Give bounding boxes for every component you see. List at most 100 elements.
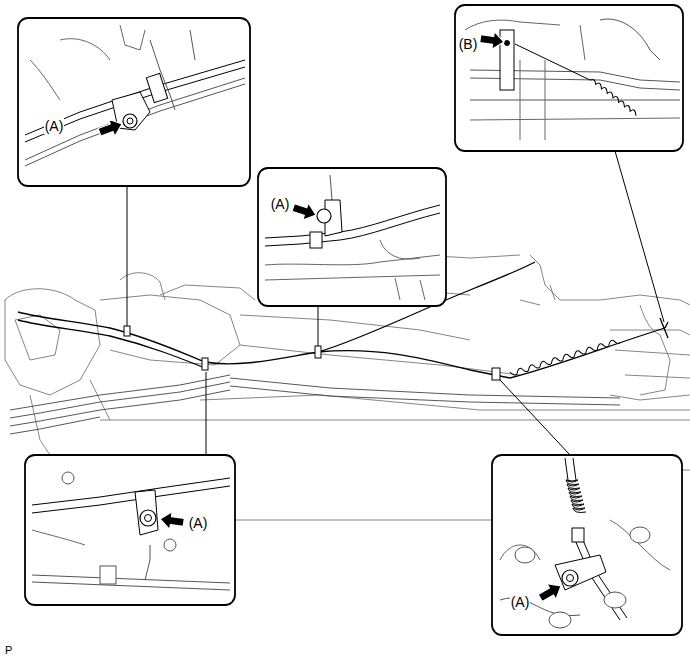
detail-inset-part [25,25,245,166]
detail-inset-part [584,79,643,116]
detail-inset-part [455,5,683,151]
detail-inset-part [145,515,152,522]
chassis-outline-part [240,315,470,340]
detail-inset-part-part [25,67,245,142]
detail-inset-part [62,472,74,484]
detail-inset-part-part [520,60,545,140]
detail-inset-part [536,578,566,606]
cable-coil [510,338,620,376]
leader-line-part [206,372,207,455]
detail-inset-part-part [470,100,680,101]
detail-inset-part-part [25,60,245,135]
cable-clamp-part [315,346,321,358]
detail-inset-part-part [265,275,440,280]
detail-inset-part [18,18,250,186]
chassis-outline-part [100,420,690,421]
detail-inset-part [127,118,133,124]
chassis-outline-part [5,289,100,395]
chassis-outline-part [600,295,690,335]
detail-inset-part-part [32,582,230,590]
detail-inset-part-part [32,486,230,513]
detail-inset-part [500,30,514,90]
detail-inset-part-part [32,478,230,505]
detail-inset-part-part [330,175,332,200]
leader-line-part [318,306,319,346]
brake-lines-part [10,382,230,418]
leader-line-part [500,380,570,455]
detail-inset-part-part [515,44,590,80]
leader-line-part [615,151,664,322]
parking-brake-cable-part [18,312,510,378]
chassis-outline-part [200,395,690,410]
detail-inset-part [479,30,505,51]
detail-inset-part-part [265,213,440,246]
detail-inset-part-part [470,118,680,120]
detail-inset [455,5,683,151]
brake-lines [10,375,620,434]
callout-letter: (A) [44,118,65,134]
detail-inset-part-part [380,240,420,259]
cable-clamp [124,326,500,380]
detail-inset-part [140,510,156,526]
detail-inset-part-part [145,545,150,580]
detail-inset-part-part [465,20,560,30]
detail-inset-part-part [265,205,440,238]
detail-inset-part [505,41,510,46]
leader-line-part [127,186,128,326]
detail-inset-part-part [32,575,230,583]
brake-lines-part [230,378,620,398]
detail-inset [25,455,235,605]
detail-inset-part [317,209,331,223]
detail-inset-part [500,458,670,620]
leader-line [127,151,664,455]
chassis-outline-part [640,305,670,395]
chassis-outline-part [520,285,555,305]
detail-inset-part [630,527,650,543]
cable-coil-part [510,338,620,376]
detail-inset-part-part [25,84,245,166]
chassis-outline-part [240,345,520,375]
callout-letter: (A) [270,196,291,212]
chassis-outline-part [610,350,690,400]
detail-inset-part [258,168,446,306]
detail-inset-part [25,455,235,605]
detail-inset-part [555,555,606,590]
chassis-outline-part [160,285,255,300]
detail-inset-part-part [565,458,568,480]
detail-inset-part [492,455,682,635]
detail-inset-part-part [60,39,110,60]
figure-code: P [4,644,13,656]
detail-inset-part [549,612,571,628]
chassis-outline-part [530,255,600,300]
brake-lines-part [10,417,100,434]
brake-lines-part [230,386,620,405]
detail-inset-part [290,199,318,224]
parking-brake-cable-part [510,328,665,378]
parking-brake-cable-part [18,320,205,368]
detail-inset-part [604,592,626,608]
detail-inset [18,18,250,186]
detail-inset [258,168,446,306]
detail-inset [492,455,682,635]
callout-letter: (A) [510,594,531,610]
detail-inset-part [164,539,176,551]
cable-clamp-part [124,326,130,336]
detail-inset-part-part [25,78,245,160]
detail-inset-part [566,480,586,513]
detail-inset-part [135,490,158,535]
detail-inset-part-part [580,25,585,60]
callout-letter: (B) [458,36,479,52]
brake-lines-part [10,375,230,410]
detail-inset-part-part [600,19,660,60]
detail-inset-part-part [120,25,145,50]
detail-inset-part [567,575,574,582]
detail-inset-part-part [30,60,60,100]
detail-inset-part-part [395,278,425,300]
detail-inset-part [310,232,322,248]
detail-inset-part [562,570,578,586]
detail-inset-part [100,566,116,584]
brake-lines-part [10,390,230,426]
detail-inset-part [572,528,584,542]
detail-inset-part [96,116,125,141]
